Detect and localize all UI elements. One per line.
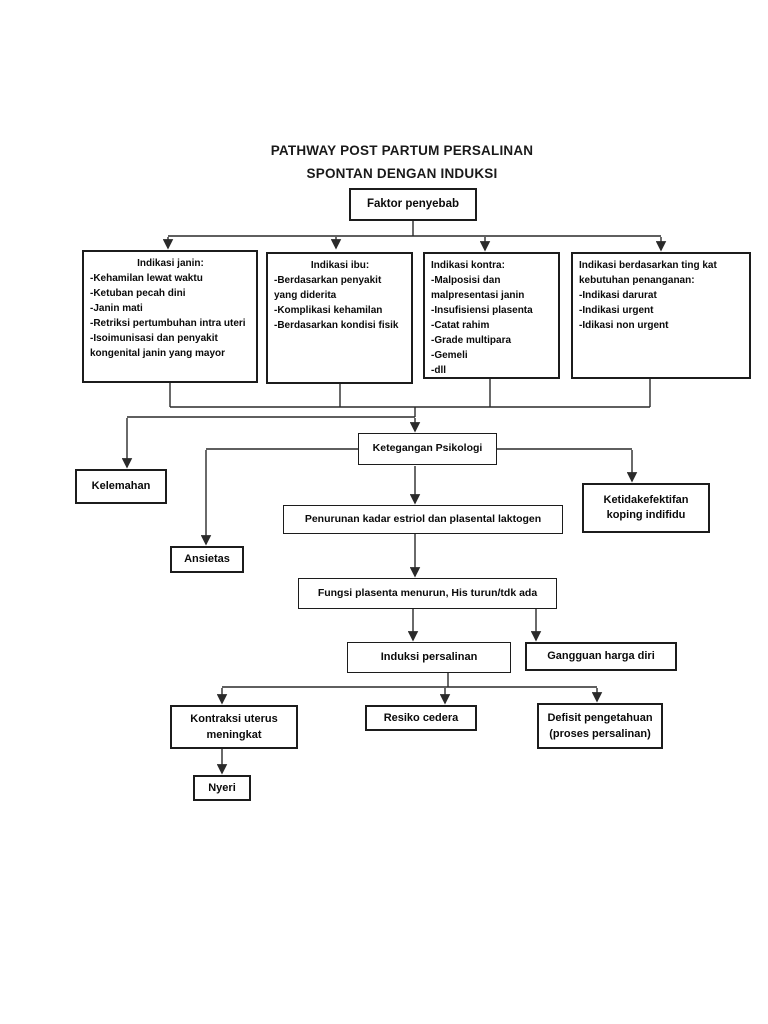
list-item: -Insufisiensi plasenta	[431, 305, 533, 316]
list-item: -Kehamilan lewat waktu	[90, 273, 203, 284]
node-gangguan-harga-diri: Gangguan harga diri	[525, 642, 677, 671]
node-kontraksi-uterus: Kontraksi uterus meningkat	[170, 705, 298, 749]
list-item: -Indikasi urgent	[579, 305, 654, 316]
list-item: -Komplikasi kehamilan	[274, 305, 383, 316]
indikasi-tingkat-header: Indikasi berdasarkan ting kat kebutuhan …	[579, 260, 717, 286]
node-fungsi-plasenta: Fungsi plasenta menurun, His turun/tdk a…	[298, 578, 557, 609]
page-title: PATHWAY POST PARTUM PERSALINAN SPONTAN D…	[36, 139, 768, 185]
list-item: -Janin mati	[90, 303, 143, 314]
list-item: -Gemeli	[431, 350, 468, 361]
node-ketegangan-psikologi: Ketegangan Psikologi	[358, 433, 497, 465]
node-penurunan-kadar: Penurunan kadar estriol dan plasental la…	[283, 505, 563, 534]
node-indikasi-tingkat-kebutuhan: Indikasi berdasarkan ting kat kebutuhan …	[571, 252, 751, 379]
list-item: -dll	[431, 365, 446, 376]
list-item: -Catat rahim	[431, 320, 490, 331]
node-ansietas: Ansietas	[170, 546, 244, 573]
indikasi-janin-header: Indikasi janin:	[137, 258, 204, 269]
list-item: -Berdasarkan kondisi fisik	[274, 320, 399, 331]
node-nyeri: Nyeri	[193, 775, 251, 801]
node-ketidakefektifan-koping: Ketidakefektifan koping indifidu	[582, 483, 710, 533]
list-item: -Malposisi dan malpresentasi janin	[431, 275, 525, 301]
node-faktor-penyebab: Faktor penyebab	[349, 188, 477, 221]
title-line-1: PATHWAY POST PARTUM PERSALINAN	[270, 143, 534, 158]
node-kelemahan: Kelemahan	[75, 469, 167, 504]
list-item: -Ketuban pecah dini	[90, 288, 186, 299]
indikasi-kontra-header: Indikasi kontra:	[431, 260, 505, 271]
connector-lines	[127, 221, 661, 688]
node-induksi-persalinan: Induksi persalinan	[347, 642, 511, 673]
list-item: -Idikasi non urgent	[579, 320, 669, 331]
list-item: -Grade multipara	[431, 335, 512, 346]
list-item: -Retriksi pertumbuhan intra uteri	[90, 318, 246, 329]
title-line-2: SPONTAN DENGAN INDUKSI	[306, 166, 498, 181]
node-resiko-cedera: Resiko cedera	[365, 705, 477, 731]
node-indikasi-janin: Indikasi janin: -Kehamilan lewat waktu -…	[82, 250, 258, 383]
node-indikasi-ibu: Indikasi ibu: -Berdasarkan penyakit yang…	[266, 252, 413, 384]
node-defisit-pengetahuan: Defisit pengetahuan (proses persalinan)	[537, 703, 663, 749]
list-item: -Berdasarkan penyakit yang diderita	[274, 275, 382, 301]
list-item: -Isoimunisasi dan penyakit kongenital ja…	[90, 333, 226, 359]
indikasi-ibu-header: Indikasi ibu:	[310, 260, 370, 271]
node-indikasi-kontra: Indikasi kontra: -Malposisi dan malprese…	[423, 252, 560, 379]
list-item: -Indikasi darurat	[579, 290, 657, 301]
